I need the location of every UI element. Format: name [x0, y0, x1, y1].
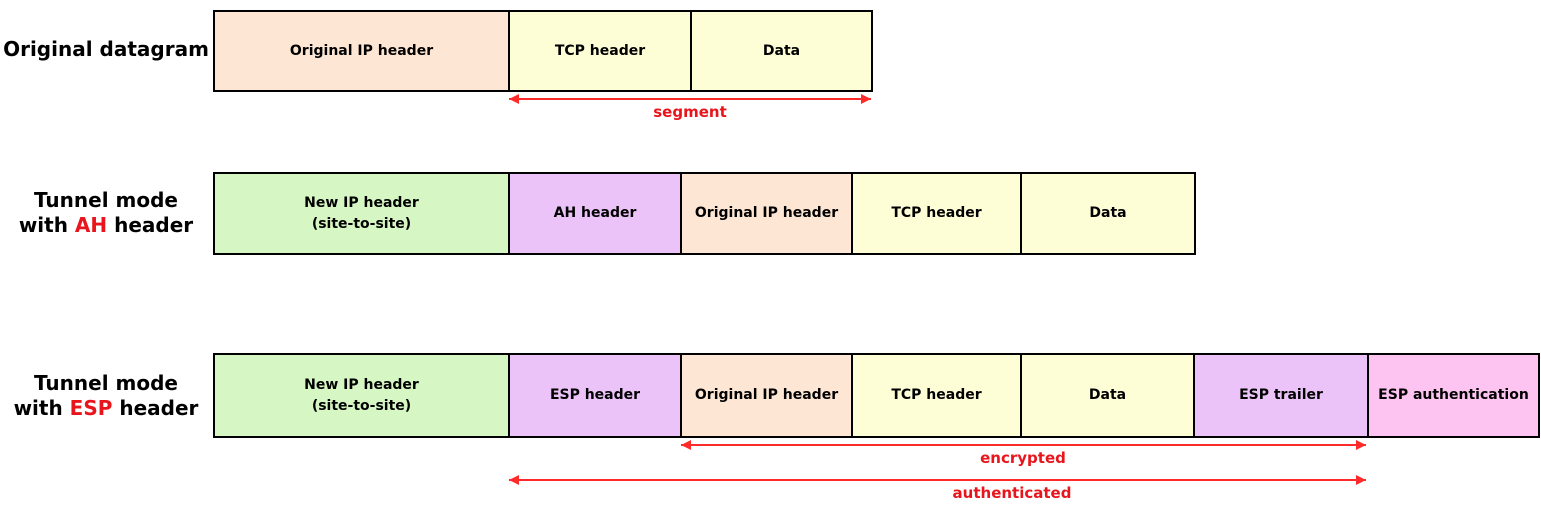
box-tcp-header-ah: TCP header	[851, 172, 1022, 255]
box-original-ip-header: Original IP header	[213, 10, 510, 92]
box-data-esp: Data	[1020, 353, 1195, 438]
segment-extent-arrow	[509, 94, 871, 104]
box-label: Data	[1088, 387, 1127, 403]
box-label: ESP authentication	[1378, 387, 1529, 403]
box-tcp-header-esp: TCP header	[851, 353, 1022, 438]
row-label-line2-suffix: header	[107, 213, 194, 237]
box-label-line2: (site-to-site)	[311, 215, 412, 232]
box-original-ip-header-esp: Original IP header	[680, 353, 853, 438]
box-label: AH header	[553, 205, 637, 221]
box-label: TCP header	[891, 205, 982, 221]
box-label: TCP header	[554, 42, 646, 59]
box-esp-trailer: ESP trailer	[1193, 353, 1369, 438]
box-label-line2: (site-to-site)	[311, 397, 412, 414]
row-label-line1: Tunnel mode	[33, 188, 178, 212]
box-ah-header: AH header	[508, 172, 682, 255]
row-label-line2-prefix: with	[18, 213, 75, 237]
box-data: Data	[690, 10, 873, 92]
authenticated-arrow-label: authenticated	[952, 484, 1072, 502]
row-label-original-datagram: Original datagram	[0, 37, 212, 62]
box-new-ip-header-esp: New IP header (site-to-site)	[213, 353, 510, 438]
box-label: Original IP header	[289, 42, 434, 59]
box-label-line1: New IP header	[304, 194, 419, 211]
box-label: Data	[1089, 205, 1127, 221]
row-label-ah-highlight: AH	[74, 213, 108, 237]
box-label-line1: New IP header	[304, 376, 419, 393]
box-label: Original IP header	[694, 387, 839, 403]
encrypted-extent-arrow	[681, 440, 1366, 450]
row-label-line2-suffix: header	[112, 396, 199, 420]
row-label-line2-prefix: with	[13, 396, 70, 420]
box-label: Original IP header	[694, 205, 839, 221]
row-label-tunnel-mode-esp: Tunnel mode with ESP header	[0, 371, 212, 421]
box-label: Data	[762, 42, 801, 59]
box-label: ESP trailer	[1239, 387, 1323, 403]
row-label-text: Original datagram	[3, 37, 209, 61]
box-label: ESP header	[549, 387, 641, 403]
box-label: TCP header	[891, 387, 982, 403]
box-tcp-header: TCP header	[508, 10, 692, 92]
segment-arrow-label: segment	[653, 103, 727, 121]
row-label-tunnel-mode-ah: Tunnel mode with AH header	[0, 188, 212, 238]
row-label-line1: Tunnel mode	[33, 371, 178, 395]
box-new-ip-header-ah: New IP header (site-to-site)	[213, 172, 510, 255]
authenticated-extent-arrow	[509, 475, 1366, 485]
row-label-esp-highlight: ESP	[69, 396, 113, 420]
box-esp-authentication: ESP authentication	[1367, 353, 1540, 438]
box-original-ip-header-ah: Original IP header	[680, 172, 853, 255]
encrypted-arrow-label: encrypted	[980, 449, 1066, 467]
box-data-ah: Data	[1020, 172, 1196, 255]
box-esp-header: ESP header	[508, 353, 682, 438]
